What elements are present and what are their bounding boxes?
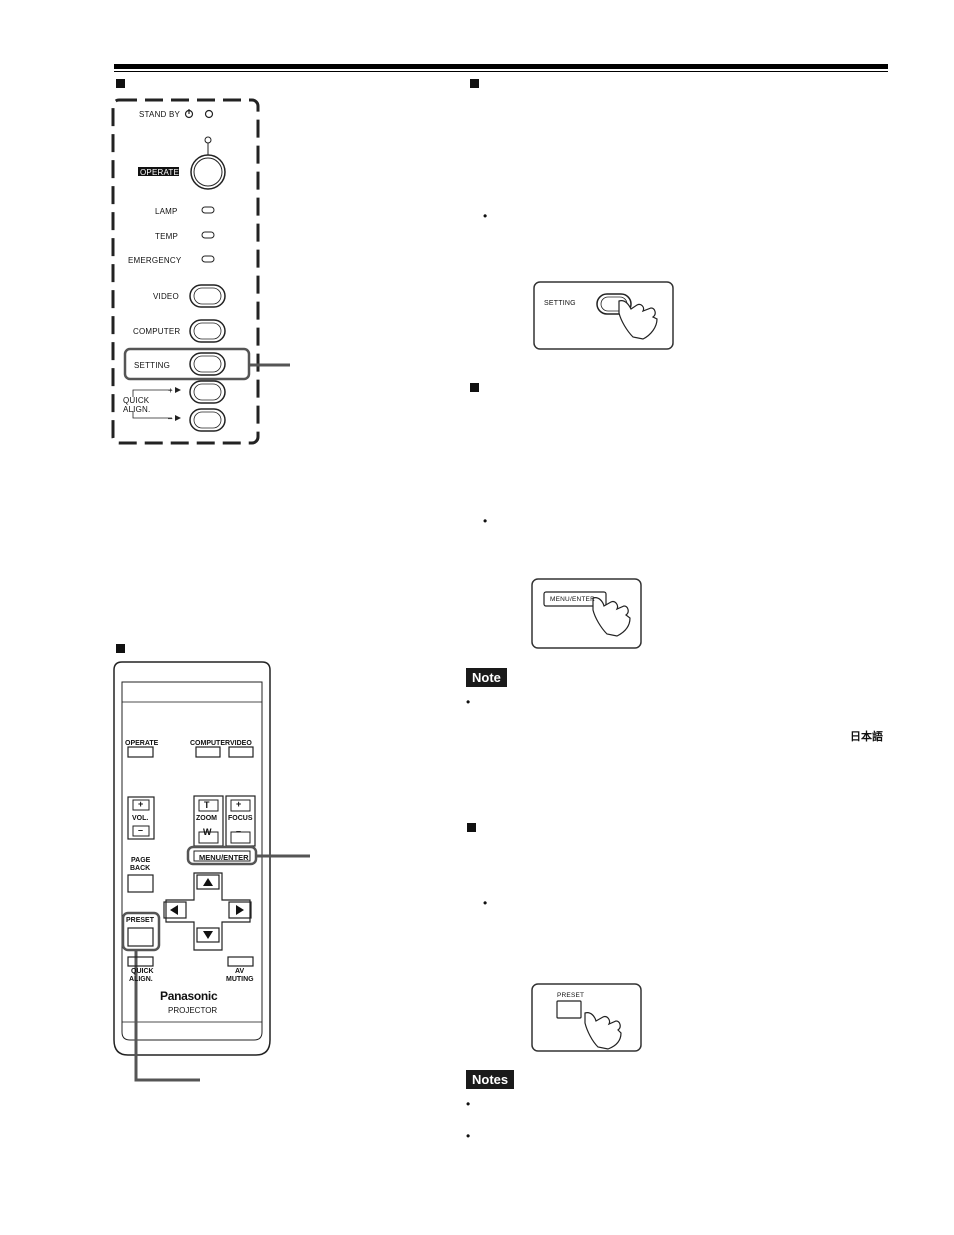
page-back-button — [127, 874, 154, 893]
operate-button — [190, 154, 226, 190]
bullet: • — [466, 1097, 471, 1111]
header-rule-thin — [114, 71, 888, 72]
operate-indicator-icon — [204, 136, 212, 144]
left-arrow-icon — [170, 905, 178, 915]
computer-button — [189, 319, 226, 343]
panasonic-logo: Panasonic — [160, 989, 218, 1003]
align-label: ALIGN. — [123, 405, 151, 414]
header-rule — [114, 64, 888, 69]
preset-button — [127, 927, 154, 947]
notes-heading: Notes — [466, 1070, 515, 1089]
menu-enter-label: MENU/ENTER — [199, 853, 249, 862]
bullet: • — [483, 209, 488, 223]
menu-enter-button-illustration — [531, 578, 642, 649]
focus-plus-label: + — [236, 799, 242, 809]
emergency-indicator-icon — [201, 255, 215, 263]
remote-quick-label: QUICK — [131, 968, 154, 975]
quick-align-button — [127, 956, 154, 967]
remote-align-label: ALIGN. — [129, 976, 153, 983]
temp-indicator-icon — [201, 231, 215, 239]
remote-preset-label: PRESET — [126, 917, 155, 924]
section-marker — [470, 383, 479, 392]
muting-label: MUTING — [226, 976, 254, 983]
video-button — [189, 284, 226, 308]
setting-button-illustration — [533, 281, 674, 350]
zoom-w-label: W — [203, 827, 212, 837]
down-arrow-icon — [203, 931, 213, 939]
back-label: BACK — [130, 865, 151, 872]
remote-control-illustration — [113, 661, 310, 1082]
right-arrow-icon — [236, 905, 244, 915]
section-marker — [467, 823, 476, 832]
pointing-hand-icon — [584, 1012, 622, 1050]
note-heading: Note — [466, 668, 507, 687]
right-arrow-button — [228, 901, 252, 919]
bullet: • — [466, 695, 471, 709]
up-arrow-icon — [203, 878, 213, 886]
bullet: • — [483, 896, 488, 910]
focus-minus-label: – — [236, 826, 242, 836]
section-marker — [470, 79, 479, 88]
pointing-hand-icon — [618, 300, 658, 340]
section-marker — [116, 644, 125, 653]
computer-label: COMPUTER — [133, 327, 181, 336]
up-arrow-button — [196, 874, 220, 890]
quick-label: QUICK — [123, 396, 150, 405]
av-muting-button — [227, 956, 254, 967]
zoom-t-label: T — [204, 800, 210, 810]
page-label: PAGE — [131, 857, 151, 864]
focus-label: FOCUS — [228, 815, 253, 822]
japanese-language-label: 日本語 — [850, 731, 883, 743]
lamp-indicator-icon — [201, 206, 215, 214]
preset-button-illustration — [531, 983, 642, 1052]
remote-operate-label: OPERATE — [125, 740, 159, 747]
temp-label: TEMP — [155, 232, 179, 241]
vol-minus-label: – — [138, 825, 144, 835]
stand-by-label: STAND BY — [139, 110, 181, 119]
minus-label: – — [168, 414, 173, 423]
bullet: • — [466, 1129, 471, 1143]
section-marker — [116, 79, 125, 88]
preset-illustration-label: PRESET — [557, 992, 585, 999]
zoom-label: ZOOM — [196, 815, 217, 822]
remote-computer-label: COMPUTER — [190, 740, 231, 747]
bullet: • — [483, 514, 488, 528]
emergency-label: EMERGENCY — [128, 256, 182, 265]
quick-align-plus-button — [189, 380, 226, 404]
standby-indicator-icon — [204, 109, 214, 119]
menu-illustration-label: MENU/ENTER — [550, 596, 595, 603]
setting-button — [189, 352, 226, 376]
video-label: VIDEO — [153, 292, 179, 301]
quick-align-minus-button — [189, 408, 226, 432]
control-panel-illustration — [111, 98, 290, 445]
setting-illustration-label: SETTING — [544, 300, 576, 307]
projector-label: PROJECTOR — [168, 1006, 218, 1015]
av-label: AV — [235, 968, 245, 975]
operate-button — [127, 746, 154, 758]
remote-video-label: VIDEO — [230, 740, 252, 747]
plus-label: + — [168, 386, 173, 395]
vol-label: VOL. — [132, 815, 149, 822]
lamp-label: LAMP — [155, 207, 178, 216]
left-arrow-button — [163, 901, 187, 919]
operate-label: OPERATE — [140, 168, 180, 177]
vol-plus-label: + — [138, 799, 144, 809]
video-button — [228, 746, 254, 758]
computer-button — [195, 746, 221, 758]
setting-label: SETTING — [134, 361, 171, 370]
pointing-hand-icon — [592, 597, 631, 637]
down-arrow-button — [196, 927, 220, 943]
